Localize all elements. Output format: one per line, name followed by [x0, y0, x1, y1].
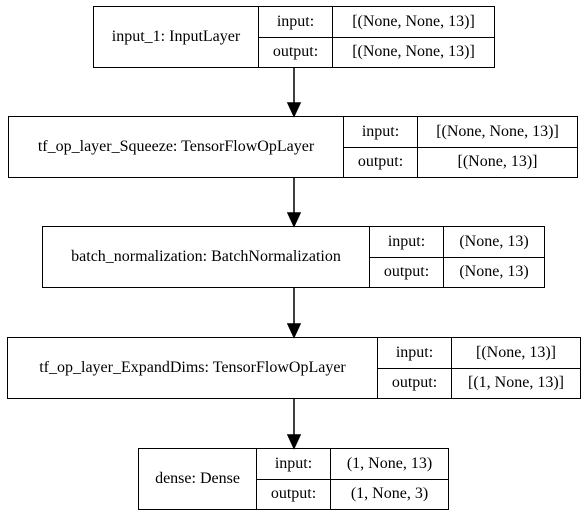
layer-node-tf-op-layer-expanddims: tf_op_layer_ExpandDims: TensorFlowOpLaye… [7, 337, 581, 399]
output-shape: [(None, None, 13)] [352, 43, 475, 61]
input-shape: [(None, None, 13)] [333, 7, 494, 38]
output-shape: (1, None, 3) [350, 485, 429, 503]
layer-node-batch-normalization: batch_normalization: BatchNormalization … [42, 226, 545, 288]
arrowhead [286, 212, 302, 228]
input-shape: (1, None, 13) [331, 449, 448, 480]
input-label: input: [344, 117, 417, 148]
input-label: input: [370, 227, 443, 258]
output-shape: [(None, 13)] [457, 153, 538, 171]
layer-node-tf-op-layer-squeeze: tf_op_layer_Squeeze: TensorFlowOpLayer i… [8, 116, 578, 178]
layer-name: tf_op_layer_ExpandDims: TensorFlowOpLaye… [8, 338, 378, 398]
output-shape: (None, 13) [459, 263, 529, 281]
input-shape: [(None, 13)] [452, 338, 580, 369]
layer-node-input-1: input_1: InputLayer input: output: [(Non… [93, 6, 495, 68]
output-label: output: [383, 263, 430, 281]
layer-name: tf_op_layer_Squeeze: TensorFlowOpLayer [9, 117, 344, 177]
output-label: output: [272, 43, 319, 61]
input-shape: (None, 13) [444, 227, 544, 258]
output-label: output: [357, 153, 404, 171]
input-label: input: [259, 7, 332, 38]
input-label: input: [257, 449, 330, 480]
layer-name: batch_normalization: BatchNormalization [43, 227, 370, 287]
layer-name: input_1: InputLayer [94, 7, 259, 67]
output-label: output: [270, 485, 317, 503]
arrowhead [286, 102, 302, 118]
output-shape: [(1, None, 13)] [468, 374, 564, 392]
input-shape: [(None, None, 13)] [418, 117, 577, 148]
input-label: input: [378, 338, 451, 369]
arrowhead [286, 434, 302, 450]
output-label: output: [391, 374, 438, 392]
layer-node-dense: dense: Dense input: output: (1, None, 13… [138, 448, 449, 510]
layer-name: dense: Dense [139, 449, 257, 509]
arrowhead [286, 323, 302, 339]
